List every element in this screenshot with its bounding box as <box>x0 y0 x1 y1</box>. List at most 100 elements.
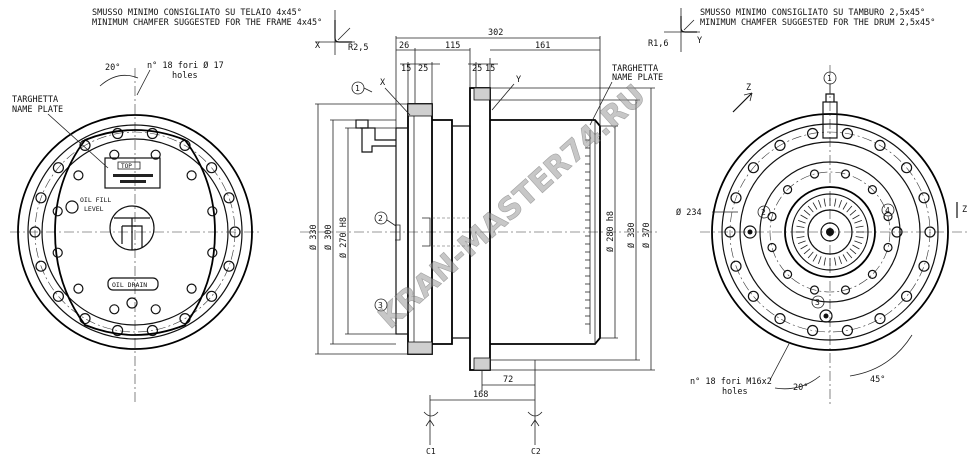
spline-tooth <box>823 257 826 266</box>
hub-bolt <box>767 242 777 253</box>
side-plate-line1: TARGHETTA <box>612 64 658 74</box>
dia-370: Ø 370 <box>641 222 652 248</box>
axis-z-top: Z <box>746 83 751 93</box>
spline-tooth <box>855 236 864 239</box>
side-section-view: Ø 330 Ø 300 Ø 270 H8 Ø 280 h8 Ø 330 Ø 37… <box>300 28 663 456</box>
spline-tooth <box>855 225 864 228</box>
spline-tooth <box>854 220 863 224</box>
section-y-label: Y <box>516 75 521 85</box>
axis-z-right: Z <box>962 205 967 215</box>
drum-hole <box>874 139 886 151</box>
axis-x-label: X <box>315 41 321 51</box>
left-plate-line1: TARGHETTA <box>12 95 58 105</box>
oil-drain-label: OIL DRAIN <box>112 281 147 289</box>
dim-168: 168 <box>473 390 488 400</box>
drum-hole <box>730 192 742 204</box>
spline-tooth <box>803 248 811 255</box>
spline-tooth <box>834 257 837 266</box>
spline-tooth <box>842 202 848 210</box>
spline-tooth <box>800 244 808 250</box>
label-c2: C2 <box>531 447 541 456</box>
dim-15-right: 15 <box>485 64 495 74</box>
drum-hole <box>900 290 913 302</box>
drum-outer-circle <box>711 113 949 351</box>
spline-tooth <box>812 202 818 210</box>
spline-tooth <box>807 251 814 259</box>
flange-hole <box>29 226 41 238</box>
body-bolt <box>73 170 84 181</box>
label-c1: C1 <box>426 447 436 456</box>
spline-tooth <box>842 254 848 262</box>
left-holes-line1: n° 18 fori Ø 17 <box>147 60 224 71</box>
flange-hole <box>52 162 65 174</box>
spline-tooth <box>800 214 808 220</box>
drum-hole <box>806 324 819 337</box>
body-bolt <box>109 304 120 315</box>
side-callout-1: 1 <box>355 84 360 93</box>
drum-hole <box>841 324 854 337</box>
drum-hole <box>774 313 786 325</box>
right-callout-2: 2 <box>761 208 766 217</box>
spline-tooth <box>852 214 860 220</box>
drum-hole <box>900 162 913 174</box>
flange-hole <box>111 324 124 337</box>
name-plate <box>104 157 161 189</box>
flange-hole <box>35 192 47 204</box>
body-bolt <box>207 247 218 258</box>
drum-note-en: MINIMUM CHAMFER SUGGESTED FOR THE DRUM 2… <box>700 18 935 28</box>
dim-302: 302 <box>488 28 503 38</box>
spline-tooth <box>838 199 842 208</box>
left-plate-line2: NAME PLATE <box>12 105 63 115</box>
oil-drain-plug <box>126 297 138 309</box>
hub-bolt <box>840 169 851 179</box>
right-callout-3: 3 <box>815 298 820 307</box>
spline-tooth <box>796 225 805 228</box>
frame-note-en: MINIMUM CHAMFER SUGGESTED FOR THE FRAME … <box>92 18 322 28</box>
front-view-frame-side: TOP OIL FILL LEVEL OIL DRAIN 20° n° 18 f… <box>10 60 262 405</box>
spline-tooth <box>849 248 857 255</box>
left-angle-20: 20° <box>105 63 120 73</box>
spline-tooth <box>797 240 806 244</box>
spline-tooth <box>796 236 805 239</box>
top-label: TOP <box>121 163 132 170</box>
drum-holes <box>724 127 936 337</box>
spline-tooth <box>812 254 818 262</box>
flange-hole <box>223 260 235 272</box>
drum-hole <box>924 226 936 238</box>
flange-hole <box>206 290 218 302</box>
dim-161: 161 <box>535 41 550 51</box>
flange-hole <box>223 192 235 204</box>
hub-bolt <box>782 269 793 279</box>
radius-y-label: R1,6 <box>648 39 668 49</box>
front-view-drum-side: 1 2 3 4 Z Z Ø 234 n° 18 fori M16x2 holes… <box>676 65 970 405</box>
drum-hole <box>747 290 760 302</box>
flange-hole <box>146 324 158 337</box>
hub-bolt <box>840 285 851 295</box>
drum-hole <box>747 162 760 174</box>
flange-hole <box>206 162 218 174</box>
right-angle-20: 20° <box>793 383 808 393</box>
body-bolt <box>150 149 161 160</box>
drum-hole <box>730 260 742 272</box>
flange-hole <box>35 260 47 272</box>
dim-115: 115 <box>445 41 460 51</box>
hub <box>784 186 876 278</box>
right-callout-1: 1 <box>827 74 832 83</box>
spline-teeth <box>796 198 864 266</box>
spline-tooth <box>852 244 860 250</box>
outer-flange-circle <box>17 114 253 350</box>
section-x-label: X <box>380 78 386 88</box>
flange-hole <box>146 127 158 140</box>
body-bolt <box>186 283 197 294</box>
hub-bolt <box>809 285 820 295</box>
right-callout-4: 4 <box>885 206 890 215</box>
drum-note-it: SMUSSO MINIMO CONSIGLIATO SU TAMBURO 2,5… <box>700 8 925 18</box>
spline-tooth <box>854 240 863 244</box>
dia-270-h8: Ø 270 H8 <box>338 217 349 258</box>
radius-x-label: R2,5 <box>348 43 368 53</box>
flange-hole <box>229 226 241 238</box>
chamfer-detail-x: X R2,5 <box>315 10 368 55</box>
spline-tooth <box>797 220 806 224</box>
drum-hole <box>724 226 736 238</box>
